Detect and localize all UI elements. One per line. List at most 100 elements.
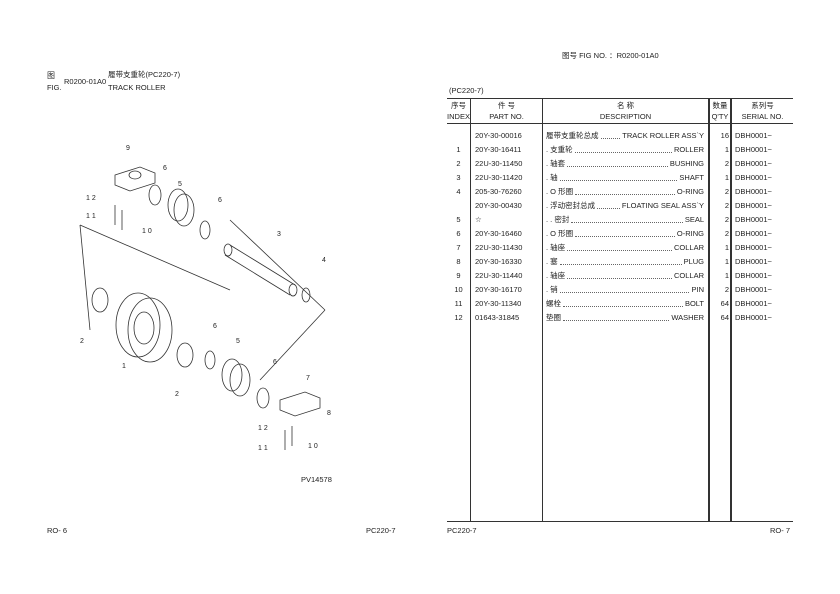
dot-leader — [575, 228, 675, 237]
callout-6: 6 — [218, 197, 222, 204]
model-tag: (PC220-7) — [449, 86, 484, 95]
row-description: . O 形圈 O-RING — [546, 185, 704, 199]
row-qty: 1 — [724, 243, 729, 252]
row-index: 10 — [454, 285, 463, 294]
callout-5: 5 — [178, 181, 182, 188]
row-desc-cn: . 支重轮 — [546, 145, 573, 154]
row-serial: DBH0001~ — [735, 145, 772, 154]
dot-leader — [559, 284, 690, 293]
col-desc-cn: 名 称 — [616, 101, 635, 110]
callout-6: 6 — [163, 165, 167, 172]
row-serial: DBH0001~ — [735, 173, 772, 182]
exploded-parts-diagram: 9 6 5 6 1 2 1 1 1 0 3 4 2 1 6 5 6 2 7 8 … — [79, 145, 331, 452]
row-desc-cn: . 轴套 — [546, 159, 566, 168]
callout-11: 1 1 — [86, 213, 96, 220]
row-part-no: 01643-31845 — [475, 313, 520, 322]
callout-2: 2 — [175, 391, 179, 398]
col-index-en: INDEX — [447, 112, 470, 121]
dot-leader — [567, 270, 672, 279]
row-desc-cn: . 浮动密封总成 — [546, 201, 596, 210]
col-part-cn: 件 号 — [497, 101, 516, 110]
row-serial: DBH0001~ — [735, 257, 772, 266]
row-index: 3 — [456, 173, 461, 182]
row-index — [447, 129, 470, 143]
row-serial: DBH0001~ — [735, 159, 772, 168]
row-qty: 1 — [724, 271, 729, 280]
callout-11: 1 1 — [258, 445, 268, 452]
row-serial: DBH0001~ — [735, 271, 772, 280]
row-part-no: 20Y-30-16411 — [475, 145, 522, 154]
row-qty: 2 — [724, 215, 729, 224]
col-serial-en: SERIAL NO. — [741, 112, 784, 121]
col-index-cn: 序号 — [451, 101, 466, 110]
row-serial: DBH0001~ — [735, 187, 772, 196]
col-part-en: PART NO. — [489, 112, 524, 121]
row-index: 2 — [456, 159, 461, 168]
row-qty: 2 — [724, 285, 729, 294]
fig-title-cn: 履带支重轮(PC220-7) — [108, 70, 181, 79]
row-part-no: 22U-30-11430 — [475, 243, 523, 252]
callout-9: 9 — [126, 145, 130, 152]
callout-2: 2 — [80, 338, 84, 345]
row-part-no: ☆ — [475, 215, 482, 224]
row-desc-cn: . O 形圈 — [546, 187, 574, 196]
callout-6: 6 — [213, 323, 217, 330]
row-qty: 2 — [724, 187, 729, 196]
row-serial: DBH0001~ — [735, 215, 772, 224]
row-desc-en: WASHER — [671, 313, 704, 322]
row-desc-en: BUSHING — [669, 159, 704, 168]
right-page-number: RO- 7 — [770, 526, 791, 535]
row-serial: DBH0001~ — [735, 131, 772, 140]
row-serial: DBH0001~ — [735, 229, 772, 238]
row-desc-cn: . O 形圈 — [546, 229, 574, 238]
callout-7: 7 — [306, 375, 310, 382]
row-qty: 2 — [724, 229, 729, 238]
row-index: 1 — [456, 145, 461, 154]
row-serial: DBH0001~ — [735, 243, 772, 252]
row-desc-en: PLUG — [683, 257, 704, 266]
right-model: PC220-7 — [447, 526, 477, 535]
dot-leader — [575, 186, 675, 195]
row-index: 12 — [454, 313, 463, 322]
row-part-no: 205-30-76260 — [475, 187, 522, 196]
row-qty: 2 — [724, 201, 729, 210]
row-description: . 轴套 BUSHING — [546, 157, 704, 171]
row-index: 9 — [456, 271, 461, 280]
table-row: 2 22U-30-11450 . 轴套 BUSHING 2 DBH0001~ — [447, 157, 793, 171]
row-desc-cn: 履带支重轮总成 — [546, 131, 599, 140]
dot-leader — [563, 298, 683, 307]
row-index: 6 — [456, 229, 461, 238]
row-part-no: 22U-30-11450 — [475, 159, 523, 168]
callout-3: 3 — [277, 231, 281, 238]
fig-number: R0200-01A0 — [64, 77, 107, 86]
callout-12: 1 2 — [258, 425, 268, 432]
row-part-no: 20Y-30-00016 — [475, 131, 522, 140]
row-qty: 2 — [724, 159, 729, 168]
row-desc-en: COLLAR — [673, 243, 704, 252]
row-desc-en: O-RING — [676, 187, 704, 196]
drawing-id: PV14578 — [301, 475, 332, 484]
callout-10: 1 0 — [142, 228, 152, 235]
dot-leader — [559, 172, 678, 181]
